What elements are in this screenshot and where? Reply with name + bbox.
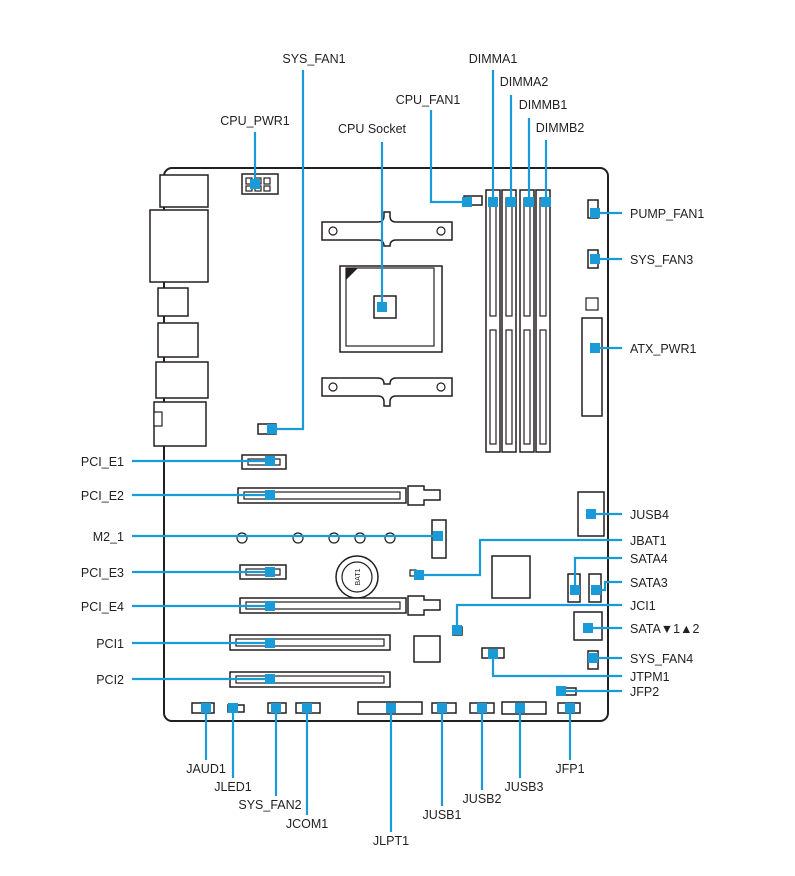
label-pump-fan1: PUMP_FAN1 [630, 207, 704, 221]
callout-dots [201, 179, 601, 713]
label-jusb1: JUSB1 [423, 808, 462, 822]
label-dimmb2: DIMMB2 [536, 121, 585, 135]
label-sata12: SATA▼1▲2 [630, 622, 699, 636]
cpu-retention-bottom [321, 377, 453, 407]
label-pci-e4: PCI_E4 [81, 600, 124, 614]
label-dimma2: DIMMA2 [500, 75, 549, 89]
label-sys-fan1: SYS_FAN1 [282, 52, 345, 66]
label-jlpt1: JLPT1 [373, 834, 409, 848]
label-cpu-pwr1: CPU_PWR1 [220, 114, 290, 128]
label-jusb3: JUSB3 [505, 780, 544, 794]
label-sys-fan2: SYS_FAN2 [238, 798, 301, 812]
label-jci1: JCI1 [630, 599, 656, 613]
label-sys-fan4: SYS_FAN4 [630, 652, 693, 666]
label-dimma1: DIMMA1 [469, 52, 518, 66]
label-sata4: SATA4 [630, 552, 668, 566]
battery-label: BAT1 [355, 568, 362, 585]
super-io-chip [413, 635, 441, 663]
label-pci-e3: PCI_E3 [81, 566, 124, 580]
label-pci2: PCI2 [96, 673, 124, 687]
pci-e4-slot [239, 595, 441, 616]
cpu-socket [339, 265, 443, 353]
label-cpu-socket: CPU Socket [338, 122, 407, 136]
atx-pwr1-connector [581, 297, 603, 417]
label-jled1: JLED1 [214, 780, 252, 794]
label-jbat1: JBAT1 [630, 534, 667, 548]
label-m2-1: M2_1 [93, 530, 124, 544]
label-cpu-fan1: CPU_FAN1 [396, 93, 461, 107]
label-jusb2: JUSB2 [463, 792, 502, 806]
label-sys-fan3: SYS_FAN3 [630, 253, 693, 267]
label-jtpm1: JTPM1 [630, 670, 670, 684]
label-jusb4: JUSB4 [630, 508, 669, 522]
label-jcom1: JCOM1 [286, 817, 328, 831]
label-pci1: PCI1 [96, 637, 124, 651]
label-atx-pwr1: ATX_PWR1 [630, 342, 696, 356]
label-dimmb1: DIMMB1 [519, 98, 568, 112]
label-pci-e1: PCI_E1 [81, 455, 124, 469]
label-jfp2: JFP2 [630, 685, 659, 699]
label-jaud1: JAUD1 [186, 762, 226, 776]
rear-io-panel [149, 174, 209, 447]
chipset [491, 555, 531, 599]
cpu-retention-top [321, 211, 453, 247]
label-pci-e2: PCI_E2 [81, 489, 124, 503]
label-sata3: SATA3 [630, 576, 668, 590]
callout-labels: SYS_FAN1 CPU_PWR1 CPU_FAN1 CPU Socket DI… [81, 52, 704, 848]
label-jfp1: JFP1 [555, 762, 584, 776]
